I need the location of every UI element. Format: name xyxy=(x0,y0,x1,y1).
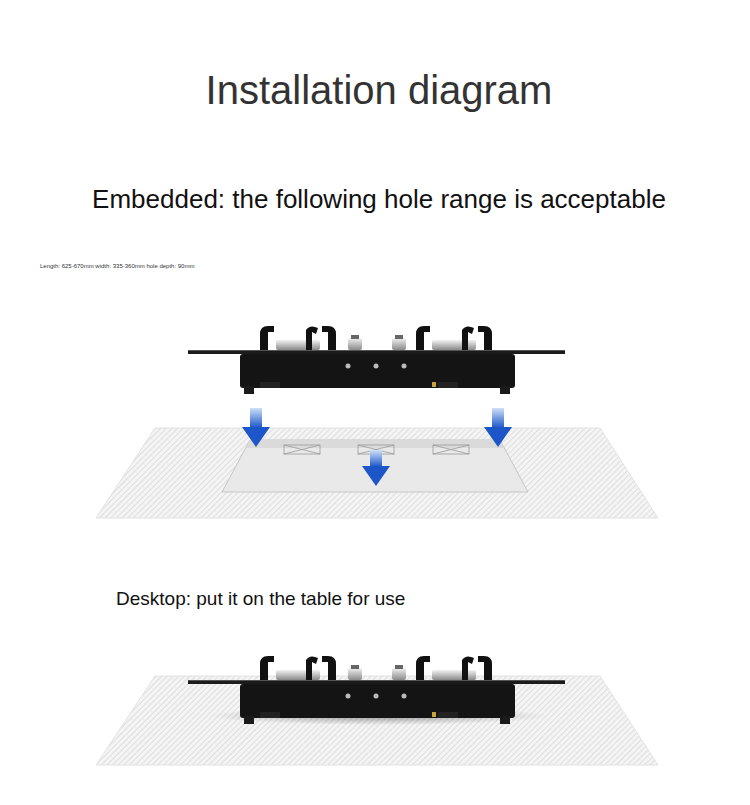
gas-stove xyxy=(188,326,565,394)
gas-stove xyxy=(188,656,565,724)
diagram-title: Installation diagram xyxy=(4,68,750,113)
section-heading: Desktop: put it on the table for use xyxy=(116,588,405,610)
section-heading: Embedded: the following hole range is ac… xyxy=(4,184,750,215)
countertop-embedded xyxy=(96,428,658,518)
dimension-note: Length: 625-670mm width: 335-360mm hole … xyxy=(40,263,194,269)
install-arrows xyxy=(242,408,512,486)
